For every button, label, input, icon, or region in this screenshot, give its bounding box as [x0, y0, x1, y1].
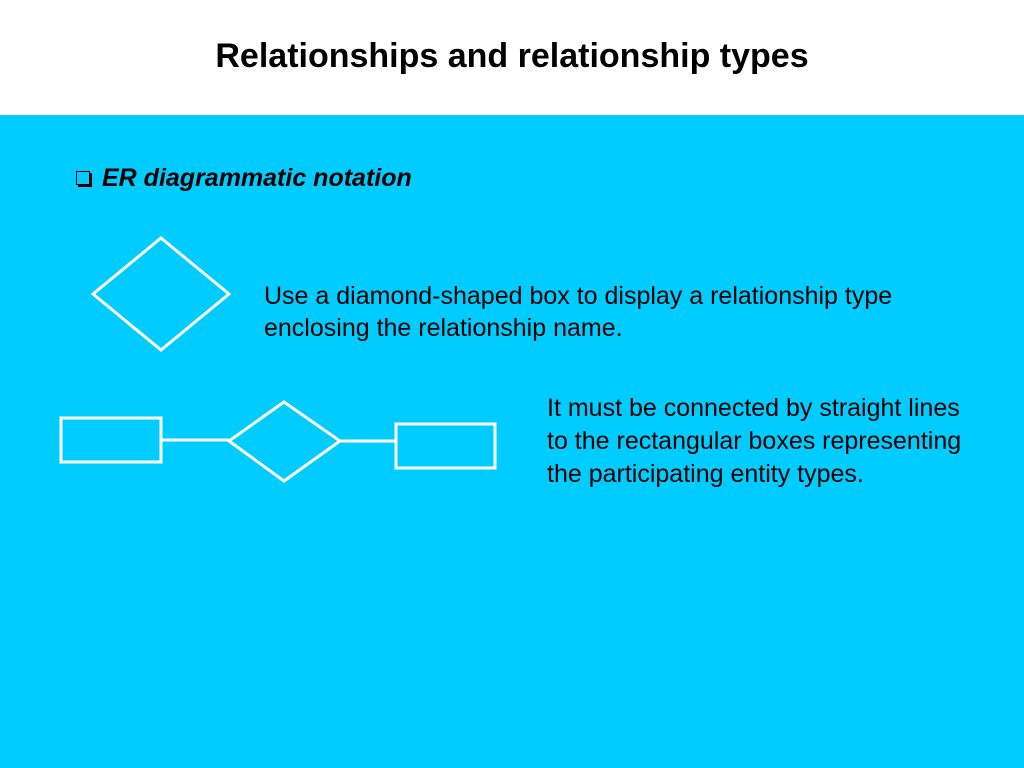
slide-body	[0, 115, 1024, 768]
slide-title: Relationships and relationship types	[215, 37, 809, 75]
bullet-item: ER diagrammatic notation	[76, 163, 412, 192]
connection-description-text: It must be connected by straight lines t…	[547, 394, 962, 488]
diamond-description-text: Use a diamond-shaped box to display a re…	[264, 282, 893, 342]
checkbox-bullet-icon	[76, 171, 90, 185]
slide-header: Relationships and relationship types	[0, 0, 1024, 115]
bullet-text: ER diagrammatic notation	[102, 163, 412, 192]
